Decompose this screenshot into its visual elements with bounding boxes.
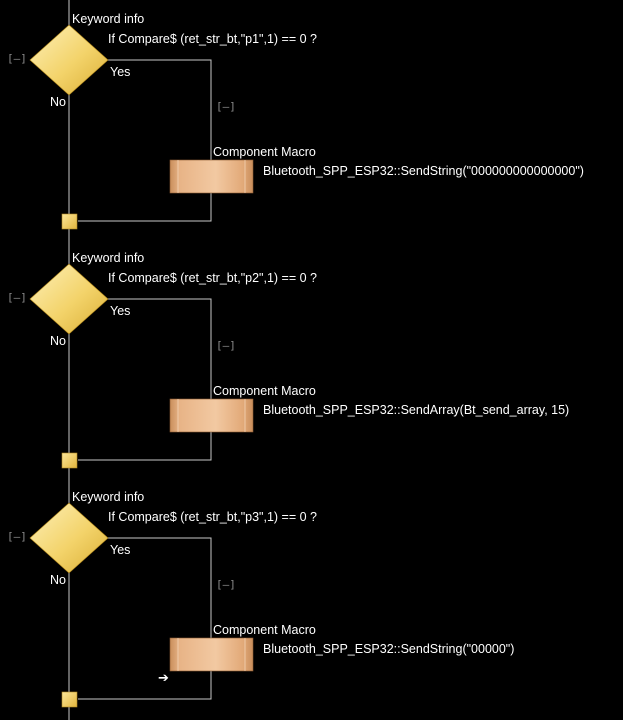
decision-condition[interactable]: If Compare$ (ret_str_bt,"p3",1) == 0 ? bbox=[108, 510, 317, 524]
diamond-decision-icon[interactable] bbox=[29, 502, 109, 574]
component-macro-block-icon[interactable] bbox=[169, 159, 254, 194]
decision-collapse-toggle[interactable]: [–] bbox=[7, 291, 27, 304]
branch-collapse-toggle[interactable]: [–] bbox=[216, 578, 236, 591]
component-macro-call[interactable]: Bluetooth_SPP_ESP32::SendString("0000000… bbox=[263, 164, 584, 178]
square-connector-icon[interactable] bbox=[61, 213, 78, 230]
component-macro-call[interactable]: Bluetooth_SPP_ESP32::SendArray(Bt_send_a… bbox=[263, 403, 570, 417]
yes-branch-label: Yes bbox=[110, 65, 131, 79]
decision-block-2: Keyword info If Compare$ (ret_str_bt,"p2… bbox=[0, 239, 623, 478]
yes-branch-line bbox=[78, 298, 212, 461]
keyword-info-label: Keyword info bbox=[72, 490, 145, 504]
no-branch-label: No bbox=[50, 334, 66, 348]
component-macro-block-icon[interactable] bbox=[169, 637, 254, 672]
yes-branch-label: Yes bbox=[110, 304, 131, 318]
decision-collapse-toggle[interactable]: [–] bbox=[7, 530, 27, 543]
diamond-decision-icon[interactable] bbox=[29, 24, 109, 96]
diamond-decision-icon[interactable] bbox=[29, 263, 109, 335]
decision-condition[interactable]: If Compare$ (ret_str_bt,"p1",1) == 0 ? bbox=[108, 32, 317, 46]
decision-collapse-toggle[interactable]: [–] bbox=[7, 52, 27, 65]
yes-branch-line bbox=[78, 537, 212, 700]
no-branch-label: No bbox=[50, 95, 66, 109]
component-macro-label: Component Macro bbox=[213, 623, 316, 637]
yes-branch-line bbox=[78, 59, 212, 222]
component-macro-call[interactable]: Bluetooth_SPP_ESP32::SendString("00000") bbox=[263, 642, 515, 656]
square-connector-icon[interactable] bbox=[61, 691, 78, 708]
no-branch-label: No bbox=[50, 573, 66, 587]
branch-collapse-toggle[interactable]: [–] bbox=[216, 339, 236, 352]
decision-block-3: Keyword info If Compare$ (ret_str_bt,"p3… bbox=[0, 478, 623, 717]
yes-branch-label: Yes bbox=[110, 543, 131, 557]
keyword-info-label: Keyword info bbox=[72, 251, 145, 265]
decision-condition[interactable]: If Compare$ (ret_str_bt,"p2",1) == 0 ? bbox=[108, 271, 317, 285]
arrow-right-cursor-icon: ➔ bbox=[158, 671, 169, 686]
component-macro-label: Component Macro bbox=[213, 384, 316, 398]
decision-block-1: Keyword info If Compare$ (ret_str_bt,"p1… bbox=[0, 0, 623, 239]
component-macro-label: Component Macro bbox=[213, 145, 316, 159]
component-macro-block-icon[interactable] bbox=[169, 398, 254, 433]
branch-collapse-toggle[interactable]: [–] bbox=[216, 100, 236, 113]
square-connector-icon[interactable] bbox=[61, 452, 78, 469]
keyword-info-label: Keyword info bbox=[72, 12, 145, 26]
